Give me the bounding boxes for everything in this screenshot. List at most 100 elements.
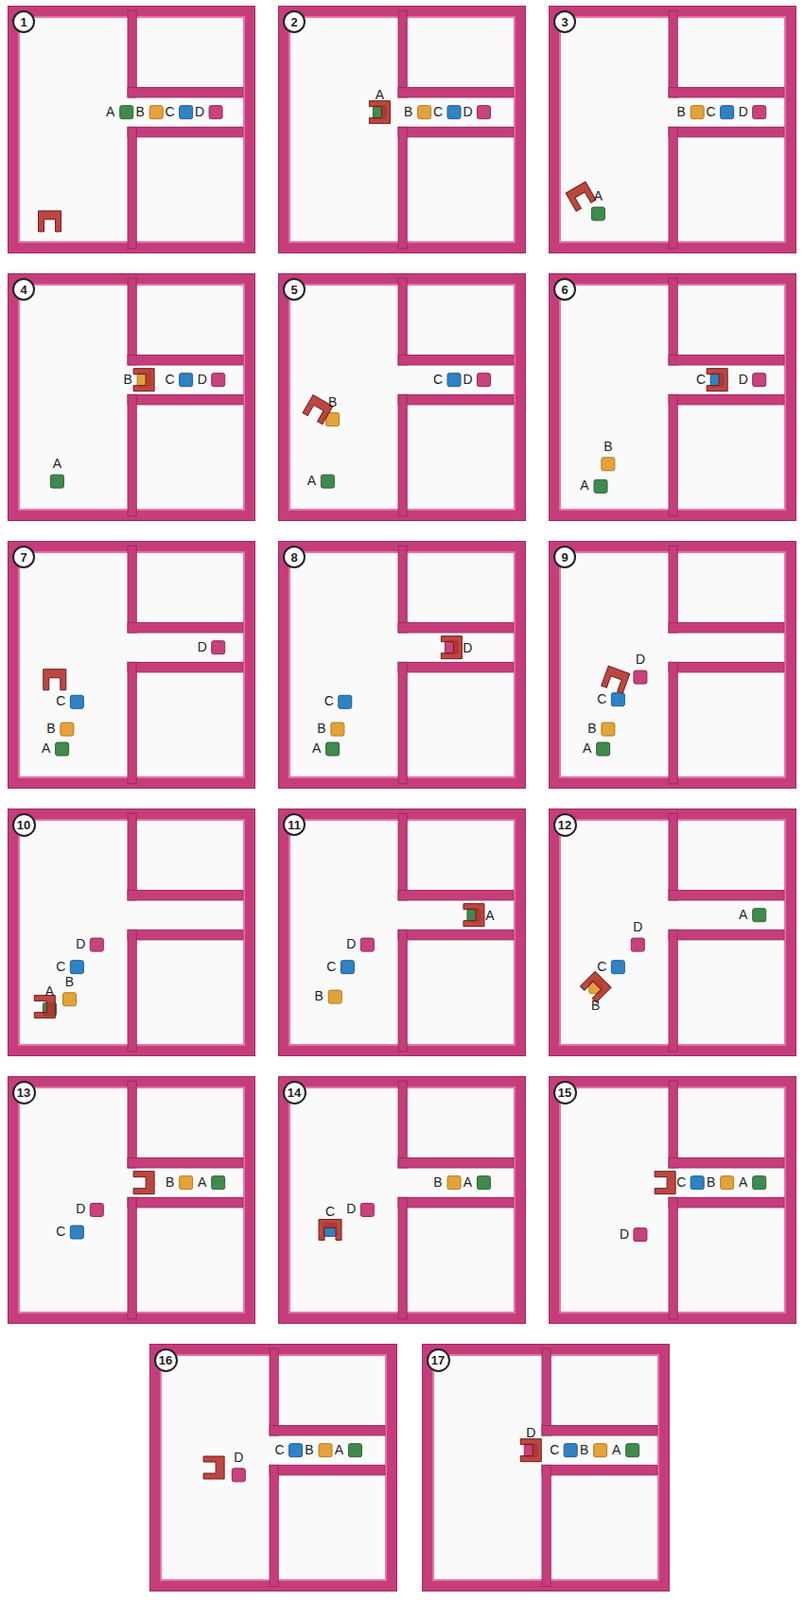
robot-gripper xyxy=(203,1456,225,1480)
panel-number: 2 xyxy=(282,10,306,34)
robot-gripper xyxy=(318,1219,342,1241)
block-letter: C xyxy=(676,1175,686,1189)
block xyxy=(596,742,611,756)
block-letter: B xyxy=(403,104,413,119)
block-letter: B xyxy=(314,989,324,1003)
robot-gripper xyxy=(368,101,390,124)
panel-number-text: 14 xyxy=(287,1086,301,1100)
block xyxy=(89,1203,104,1217)
panel-number-text: 7 xyxy=(19,551,27,564)
inner-wall xyxy=(668,394,678,516)
block xyxy=(179,105,193,120)
inner-wall xyxy=(127,1197,244,1207)
room-map xyxy=(279,1077,526,1325)
wall-edge xyxy=(8,274,256,522)
inner-wall xyxy=(398,1197,514,1207)
outer-wall xyxy=(283,814,521,1051)
panel-number: 9 xyxy=(553,545,577,569)
outer-wall xyxy=(13,11,250,248)
block xyxy=(50,474,64,489)
panel-number: 3 xyxy=(553,10,577,34)
inner-wall xyxy=(398,622,514,632)
block xyxy=(611,693,625,707)
panel-number: 6 xyxy=(553,278,577,301)
room-map xyxy=(549,274,797,522)
block-letter: C xyxy=(433,372,443,386)
wall-edge xyxy=(8,809,256,1057)
block-letter: A xyxy=(579,478,589,492)
block-letter: C xyxy=(165,104,175,119)
block xyxy=(447,1176,461,1190)
inner-wall xyxy=(398,87,514,97)
panel-number-text: 13 xyxy=(17,1086,31,1100)
block xyxy=(89,938,104,952)
block-letter: A xyxy=(307,473,316,488)
block xyxy=(149,105,163,120)
wall-edge xyxy=(150,1345,398,1592)
block xyxy=(690,1176,704,1190)
outer-wall xyxy=(13,546,250,784)
inner-wall xyxy=(398,1157,514,1168)
block xyxy=(120,105,134,120)
block-letter: C xyxy=(596,692,607,706)
inner-wall xyxy=(398,662,514,672)
block-letter: A xyxy=(463,1175,472,1189)
room-map xyxy=(549,809,797,1057)
robot-gripper xyxy=(654,1171,676,1195)
wall-edge xyxy=(8,541,256,789)
inner-wall xyxy=(269,1425,385,1435)
robot-gripper xyxy=(38,210,62,232)
inner-wall xyxy=(398,929,514,940)
block-letter: B xyxy=(706,1175,716,1189)
outer-wall xyxy=(13,1082,250,1319)
block-letter: D xyxy=(346,1202,356,1216)
outer-wall xyxy=(283,1082,521,1319)
outer-wall xyxy=(283,11,521,248)
block xyxy=(633,670,647,684)
wall-edge xyxy=(8,6,256,254)
block-letter: D xyxy=(462,372,472,386)
block-letter: C xyxy=(326,960,336,974)
room-map xyxy=(422,1345,670,1592)
block-letter: B xyxy=(603,439,612,454)
block xyxy=(60,722,74,736)
block xyxy=(591,207,605,221)
block-letter: C xyxy=(165,372,175,386)
block xyxy=(447,373,461,387)
block xyxy=(55,742,70,756)
inner-wall xyxy=(668,622,785,632)
wall-edge xyxy=(549,1077,797,1325)
block xyxy=(69,1225,84,1240)
inner-wall xyxy=(668,662,678,784)
panel-number-text: 12 xyxy=(558,819,572,832)
panel-number: 13 xyxy=(12,1081,36,1105)
outer-wall xyxy=(427,1349,665,1587)
outer-wall xyxy=(554,1082,791,1319)
block xyxy=(69,961,84,975)
block xyxy=(633,1228,647,1242)
block xyxy=(289,1444,303,1458)
block-letter: C xyxy=(275,1443,285,1457)
panel-number-text: 17 xyxy=(431,1354,445,1367)
block-letter: B xyxy=(136,104,145,119)
inner-wall xyxy=(398,929,407,1051)
inner-wall xyxy=(541,1425,658,1435)
inner-wall xyxy=(668,87,785,97)
block-letter: B xyxy=(304,1443,314,1457)
block xyxy=(447,105,461,120)
room-map xyxy=(8,809,256,1057)
wall-edge xyxy=(279,1077,526,1325)
block-letter: B xyxy=(433,1175,442,1189)
block xyxy=(418,105,432,120)
inner-wall xyxy=(127,890,244,900)
robot-gripper xyxy=(34,996,55,1019)
panel-number-text: 5 xyxy=(290,283,298,297)
block xyxy=(211,373,226,387)
block xyxy=(476,373,490,387)
room-map xyxy=(8,6,256,254)
block xyxy=(752,1176,767,1190)
panel-number-text: 8 xyxy=(290,551,298,564)
robot-gripper xyxy=(133,1171,155,1195)
block xyxy=(601,457,615,472)
